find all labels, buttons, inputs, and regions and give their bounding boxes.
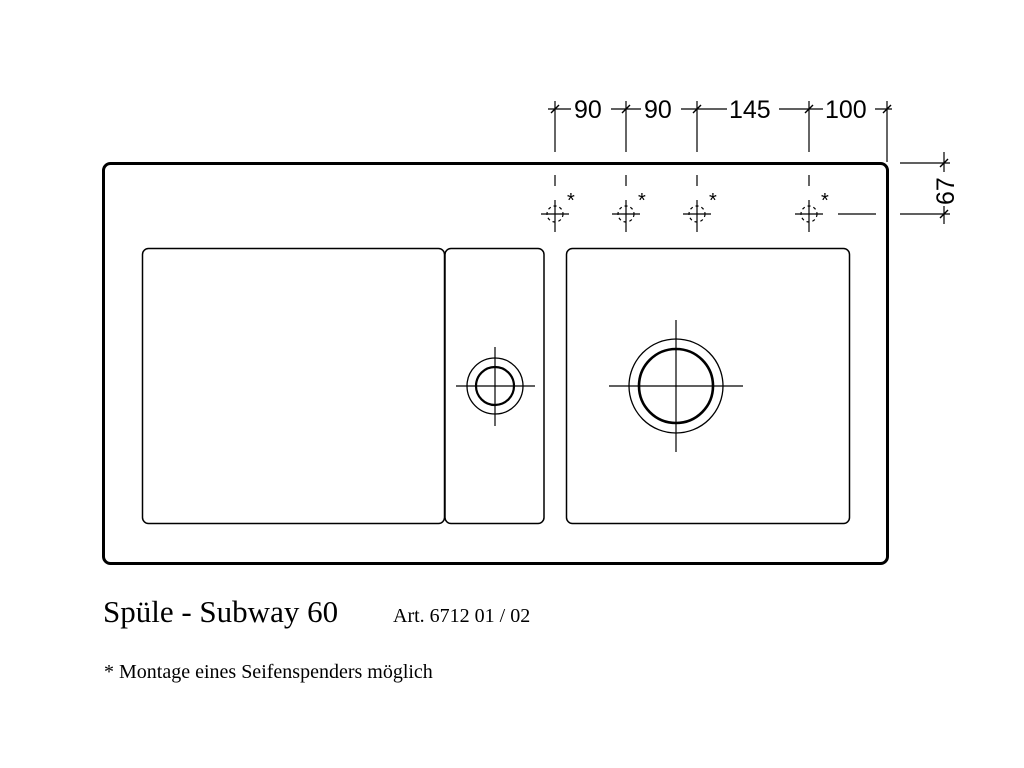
dimension-label-vertical: 67: [932, 177, 960, 205]
drainer-area: [141, 247, 446, 525]
horizontal-dimension-chain: 90 90 145 100: [548, 95, 892, 186]
tap-hole-2: *: [612, 190, 646, 232]
dimension-label-3: 145: [729, 96, 771, 124]
dimension-label-1: 90: [574, 96, 602, 124]
sink-outline: [102, 162, 889, 565]
article-number: Art. 6712 01 / 02: [393, 605, 531, 627]
tap-hole-2-asterisk: *: [638, 190, 646, 212]
tap-hole-4: *: [795, 190, 876, 232]
dimension-label-4: 100: [825, 96, 867, 124]
tap-hole-1: *: [541, 190, 575, 232]
tap-hole-3: *: [683, 190, 717, 232]
large-drain: [609, 320, 743, 452]
vertical-dimension: 67: [900, 152, 960, 224]
small-bowl: [444, 247, 545, 525]
large-bowl: [565, 247, 851, 525]
tap-hole-1-asterisk: *: [567, 190, 575, 212]
drawing-title: Spüle - Subway 60: [103, 594, 339, 629]
tap-hole-4-asterisk: *: [821, 190, 829, 212]
footnote: * Montage eines Seifenspenders möglich: [104, 661, 433, 683]
small-drain: [456, 347, 535, 426]
dimension-label-2: 90: [644, 96, 672, 124]
tap-hole-3-asterisk: *: [709, 190, 717, 212]
